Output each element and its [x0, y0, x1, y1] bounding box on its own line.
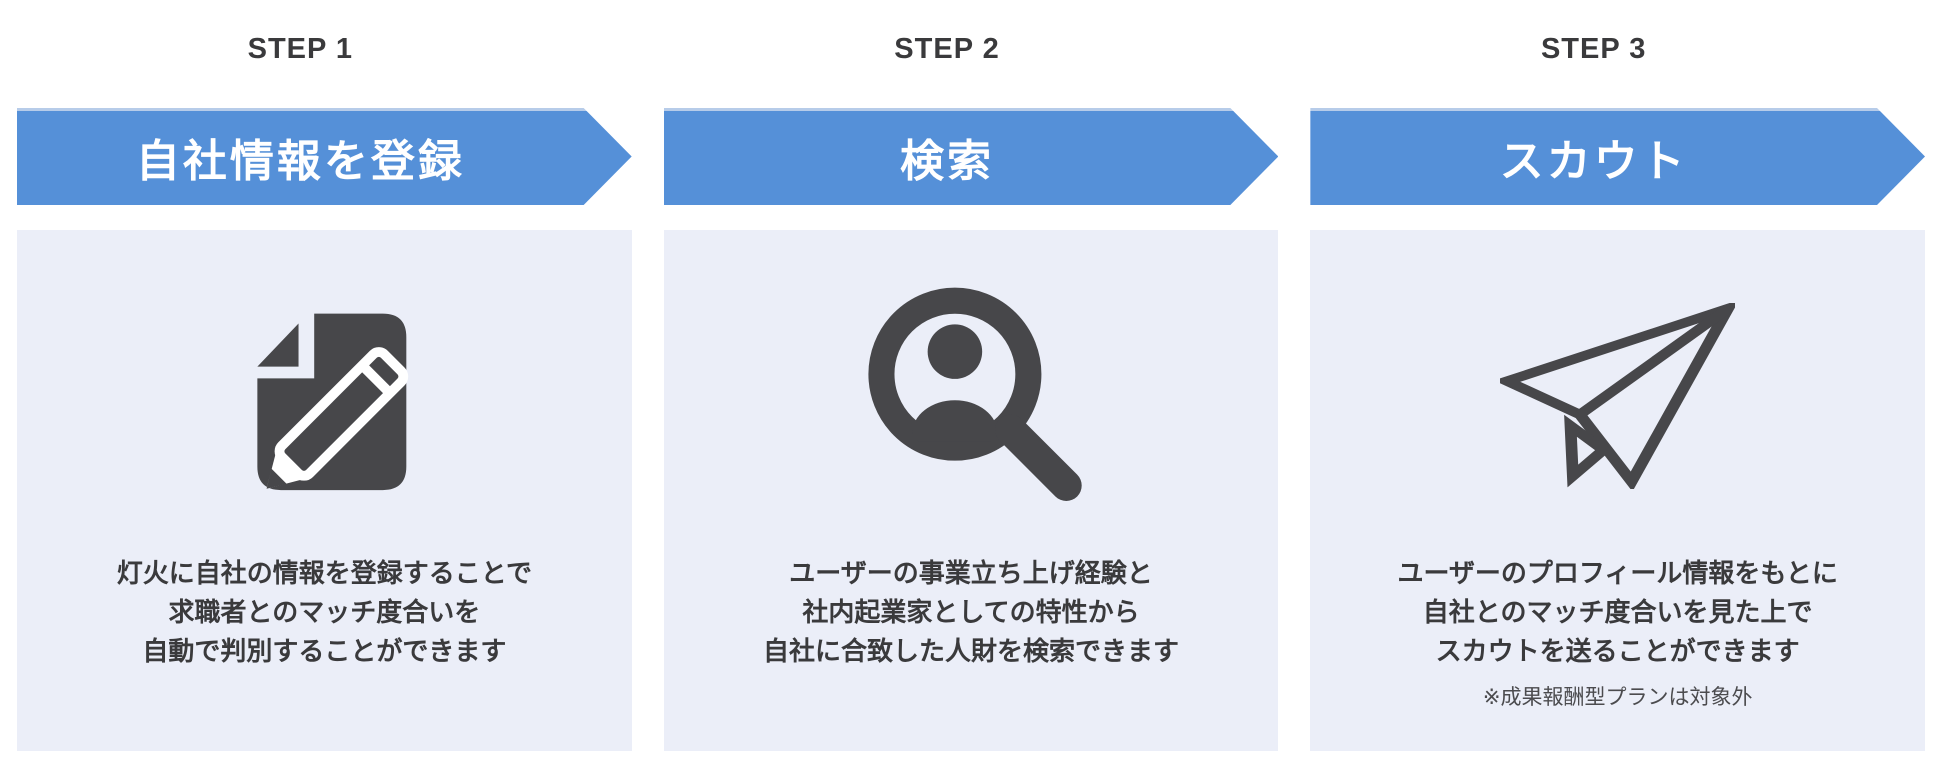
step-banner-arrow: 検索: [664, 108, 1279, 205]
step-description: ユーザーのプロフィール情報をもとに 自社とのマッチ度合いを見た上で スカウトを送…: [1397, 554, 1837, 671]
step-description: ユーザーの事業立ち上げ経験と 社内起業家としての特性から 自社に合致した人財を検…: [763, 554, 1179, 671]
description-line: 求職者とのマッチ度合いを: [168, 597, 481, 627]
description-line: 自社に合致した人財を検索できます: [763, 636, 1180, 666]
icon-wrap: [853, 263, 1090, 528]
step-description: 灯火に自社の情報を登録することで 求職者とのマッチ度合いを 自動で判別することが…: [117, 554, 532, 671]
icon-wrap: [226, 263, 422, 528]
step-card: ユーザーのプロフィール情報をもとに 自社とのマッチ度合いを見た上で スカウトを送…: [1310, 230, 1926, 751]
banner-title: 自社情報を登録: [135, 136, 465, 186]
person-search-icon: [867, 287, 1082, 501]
step-label: STEP 2: [894, 33, 1000, 65]
step-card: 灯火に自社の情報を登録することで 求職者とのマッチ度合いを 自動で判別することが…: [17, 230, 632, 751]
description-line: ユーザーのプロフィール情報をもとに: [1397, 558, 1838, 588]
banner-title: スカウト: [1499, 136, 1688, 186]
description-line: スカウトを送ることができます: [1435, 636, 1800, 666]
paper-plane-icon: [1500, 302, 1736, 489]
step-card: ユーザーの事業立ち上げ経験と 社内起業家としての特性から 自社に合致した人財を検…: [663, 230, 1279, 751]
step-banner-arrow: 自社情報を登録: [17, 108, 632, 205]
description-line: ユーザーの事業立ち上げ経験と: [789, 558, 1153, 588]
banner-title: 検索: [900, 136, 994, 186]
step-banner-arrow: スカウト: [1310, 108, 1925, 205]
step-label: STEP 1: [247, 33, 354, 65]
icon-wrap: [1500, 263, 1736, 528]
step-column-3: STEP 3 スカウト ユーザーのプロフィール情報をもとに 自社とのマッチ度合い…: [1310, 0, 1926, 784]
step-column-2: STEP 2 検索 ユーザーの事業立ち上げ経験と 社内起業家としての特性から 自…: [663, 0, 1279, 784]
description-line: 灯火に自社の情報を登録することで: [116, 558, 532, 588]
step-column-1: STEP 1 自社情報を登録 灯火に自社の情報を登録することで: [17, 0, 632, 784]
step-note: ※成果報酬型プランは対象外: [1482, 686, 1753, 709]
description-line: 社内起業家としての特性から: [802, 597, 1140, 627]
description-line: 自動で判別することができます: [142, 636, 507, 666]
description-line: 自社とのマッチ度合いを見た上で: [1422, 597, 1813, 627]
document-edit-icon: [257, 313, 409, 490]
step-label: STEP 3: [1540, 33, 1647, 65]
